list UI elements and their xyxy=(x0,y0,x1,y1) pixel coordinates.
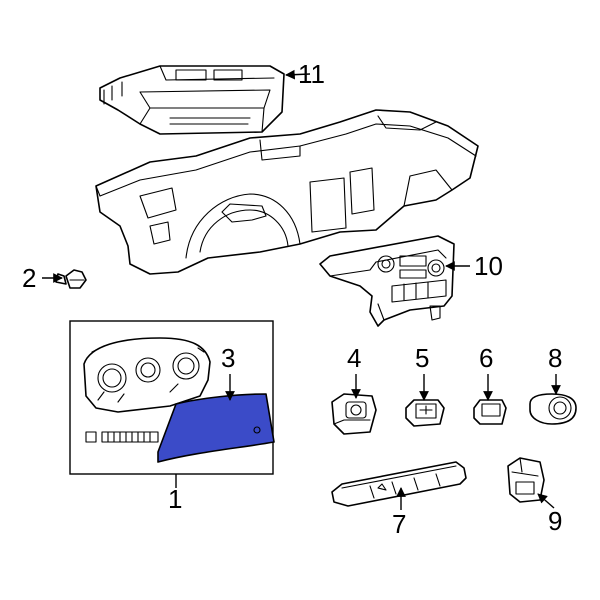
callout-6[interactable]: 6 xyxy=(479,343,493,373)
callout-10[interactable]: 10 xyxy=(474,251,503,281)
part-9-connector[interactable] xyxy=(507,457,545,503)
callout-8[interactable]: 8 xyxy=(548,343,562,373)
leader-9 xyxy=(537,493,555,509)
part-8-start-button[interactable] xyxy=(529,393,577,425)
callout-1[interactable]: 1 xyxy=(168,484,182,514)
instrument-panel xyxy=(95,109,479,275)
part-2-screw[interactable] xyxy=(55,269,87,289)
callout-7[interactable]: 7 xyxy=(392,509,406,539)
leader-lines xyxy=(42,69,561,510)
part-5-switch[interactable] xyxy=(405,399,445,427)
assembly-box-1 xyxy=(69,320,274,475)
callout-11[interactable]: 11 xyxy=(298,59,325,89)
leader-11 xyxy=(285,69,311,80)
callout-2[interactable]: 2 xyxy=(22,263,36,293)
callout-9[interactable]: 9 xyxy=(548,506,562,536)
part-10-climate-control[interactable] xyxy=(319,235,455,327)
cluster-connector-strip xyxy=(85,431,159,443)
part-11-upper-display[interactable] xyxy=(99,65,285,135)
callout-5[interactable]: 5 xyxy=(415,343,429,373)
part-6-switch[interactable] xyxy=(473,399,507,425)
callout-4[interactable]: 4 xyxy=(347,343,361,373)
part-7-switch-strip[interactable] xyxy=(331,461,467,507)
cluster-face-plate[interactable] xyxy=(83,337,211,413)
callout-3[interactable]: 3 xyxy=(221,343,235,373)
part-3-cluster-lens[interactable] xyxy=(157,393,275,463)
part-4-switch[interactable] xyxy=(331,393,377,435)
callouts: 11 2 10 3 4 5 6 8 1 7 9 xyxy=(22,59,562,539)
